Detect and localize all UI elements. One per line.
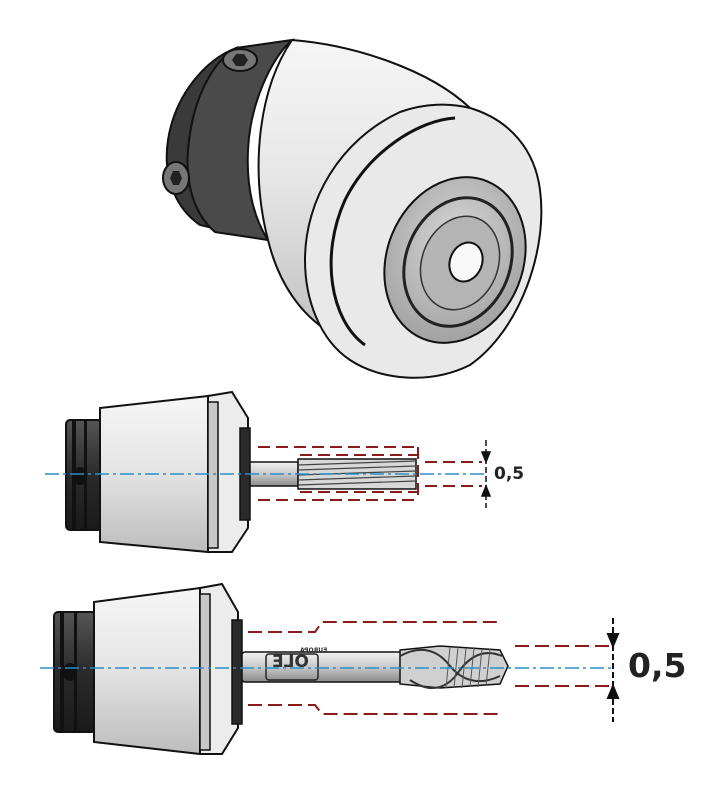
- dimension-label-reamer: 0,5: [494, 464, 525, 484]
- dimension-label-tap: 0,5: [628, 646, 687, 685]
- iso-center-bore: [448, 241, 484, 283]
- side1-dimension-arrows: [480, 440, 492, 508]
- tap-brand-engraving: OLE: [272, 652, 309, 672]
- iso-ring-groove: [329, 116, 456, 347]
- isometric-chuck-view: [162, 38, 543, 379]
- tap-brand-sub-engraving: EUROPA: [300, 647, 328, 654]
- side2-dimension-arrows: [606, 618, 620, 722]
- side-view-tap: [40, 582, 620, 756]
- side-view-reamer: [45, 390, 492, 554]
- iso-socket-screw-top: [222, 48, 258, 72]
- iso-socket-screw-side: [162, 161, 190, 195]
- side2-main-body: [93, 586, 201, 756]
